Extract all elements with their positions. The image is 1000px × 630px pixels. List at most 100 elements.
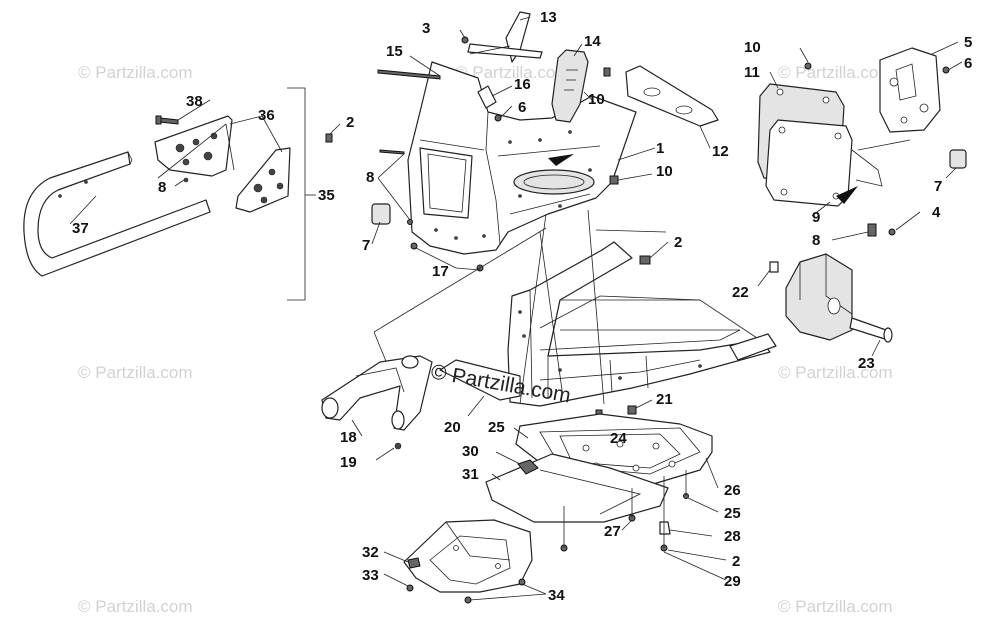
callout-3: 3 xyxy=(422,20,430,37)
bumper-bracket-right xyxy=(235,147,291,213)
rivet-8-bumper xyxy=(183,177,189,183)
callout-8-top: 8 xyxy=(366,169,374,186)
callout-10-mid: 10 xyxy=(656,163,673,180)
grommet-7-left xyxy=(371,203,391,225)
screw-17-a xyxy=(410,242,418,250)
ghost-watermark-bottom-left: © Partzilla.com xyxy=(78,597,193,616)
front-bumper-assembly xyxy=(23,87,341,301)
group-bracket-35 xyxy=(287,87,306,301)
callout-22: 22 xyxy=(732,284,749,301)
callout-21: 21 xyxy=(656,391,673,408)
callout-8-right: 8 xyxy=(812,232,820,249)
latch-rod-15 xyxy=(467,43,543,59)
callout-25-upper: 25 xyxy=(488,419,505,436)
callout-15: 15 xyxy=(386,43,403,60)
screw-33 xyxy=(406,584,414,592)
grommet-7-right xyxy=(949,149,967,169)
callout-12: 12 xyxy=(712,143,729,160)
callout-38: 38 xyxy=(186,93,203,110)
latch-handle-14 xyxy=(551,49,589,123)
callout-8-bumper: 8 xyxy=(158,179,166,196)
callout-5: 5 xyxy=(964,34,972,51)
callout-2-bumper: 2 xyxy=(346,114,354,131)
clip-2-bumper xyxy=(325,133,333,143)
support-bracket-12 xyxy=(625,65,719,127)
frame-rail-section xyxy=(785,253,853,341)
nut-10-mid xyxy=(609,175,619,185)
front-bulkhead-assembly xyxy=(371,11,719,272)
ghost-watermark-top-center: © Partzilla.com xyxy=(455,63,570,82)
callout-32: 32 xyxy=(362,544,379,561)
cable-guide-16 xyxy=(477,85,497,109)
callout-2-frame: 2 xyxy=(674,234,682,251)
callout-29: 29 xyxy=(724,573,741,590)
bolt-38 xyxy=(159,117,179,125)
callout-19: 19 xyxy=(340,454,357,471)
screw-34-c xyxy=(518,578,526,586)
lower-guard-assembly xyxy=(383,519,547,604)
callout-35: 35 xyxy=(318,187,335,204)
callout-16: 16 xyxy=(514,76,531,93)
screw-4 xyxy=(888,228,896,236)
callout-6-right: 6 xyxy=(964,55,972,72)
callout-1: 1 xyxy=(656,140,664,157)
clip-30 xyxy=(517,459,539,475)
nut-22 xyxy=(769,261,779,273)
lower-guard xyxy=(403,519,533,593)
ghost-watermark-top-left: © Partzilla.com xyxy=(78,63,193,82)
callout-33: 33 xyxy=(362,567,379,584)
fastener-8-upper xyxy=(379,149,405,155)
clip-32 xyxy=(407,557,421,569)
callout-10-top: 10 xyxy=(588,91,605,108)
callout-23: 23 xyxy=(858,355,875,372)
nut-10-right xyxy=(804,62,812,70)
callout-11: 11 xyxy=(744,64,760,81)
callout-2-skid: 2 xyxy=(732,553,740,570)
ghost-watermark-mid-right: © Partzilla.com xyxy=(778,363,893,382)
ghost-watermark-bottom-right: © Partzilla.com xyxy=(778,597,893,616)
bulkhead-window xyxy=(419,147,473,219)
callout-labels: 1 2 2 2 3 4 5 6 6 7 7 8 8 8 9 10 10 10 1… xyxy=(72,9,972,604)
callout-24: 24 xyxy=(610,430,627,447)
nut-10-top xyxy=(603,67,611,77)
front-arrow-indicator xyxy=(548,154,574,166)
fastener-8-lower xyxy=(407,219,413,225)
right-arrow-indicator xyxy=(836,186,858,204)
clip-2-frame xyxy=(639,255,651,265)
callout-18: 18 xyxy=(340,429,357,446)
right-bracket-assembly xyxy=(757,41,967,241)
screw-6-right xyxy=(942,66,950,74)
bulkhead-oval-recess xyxy=(513,169,595,195)
screw-6-top xyxy=(494,114,502,122)
frame-end-cap xyxy=(729,333,777,361)
ghost-watermark-mid-left: © Partzilla.com xyxy=(78,363,193,382)
callout-25-lower: 25 xyxy=(724,505,741,522)
callout-27: 27 xyxy=(604,523,621,540)
callout-36: 36 xyxy=(258,107,275,124)
callout-7-right: 7 xyxy=(934,178,942,195)
callout-26: 26 xyxy=(724,482,741,499)
callout-37: 37 xyxy=(72,220,89,237)
callout-31: 31 xyxy=(462,466,479,483)
callout-7-left: 7 xyxy=(362,237,370,254)
frame-side-bracket xyxy=(757,253,893,357)
callout-30: 30 xyxy=(462,443,479,460)
screw-3 xyxy=(461,36,469,44)
mount-bracket-5 xyxy=(879,47,941,133)
nut-21 xyxy=(627,405,637,415)
front-mount-bracket xyxy=(321,355,433,431)
frame-front-crossbar xyxy=(439,359,521,401)
nut-19 xyxy=(394,442,402,450)
callout-14: 14 xyxy=(584,33,601,50)
callout-13: 13 xyxy=(540,9,557,26)
main-front-frame xyxy=(373,209,777,433)
screw-15 xyxy=(377,69,441,80)
callout-4: 4 xyxy=(932,204,941,221)
callout-9: 9 xyxy=(812,209,820,226)
front-mount-bracket-18 xyxy=(321,355,433,461)
skid-plate-assembly xyxy=(485,413,727,581)
callout-17: 17 xyxy=(432,263,449,280)
bumper-bracket-left xyxy=(154,115,233,177)
